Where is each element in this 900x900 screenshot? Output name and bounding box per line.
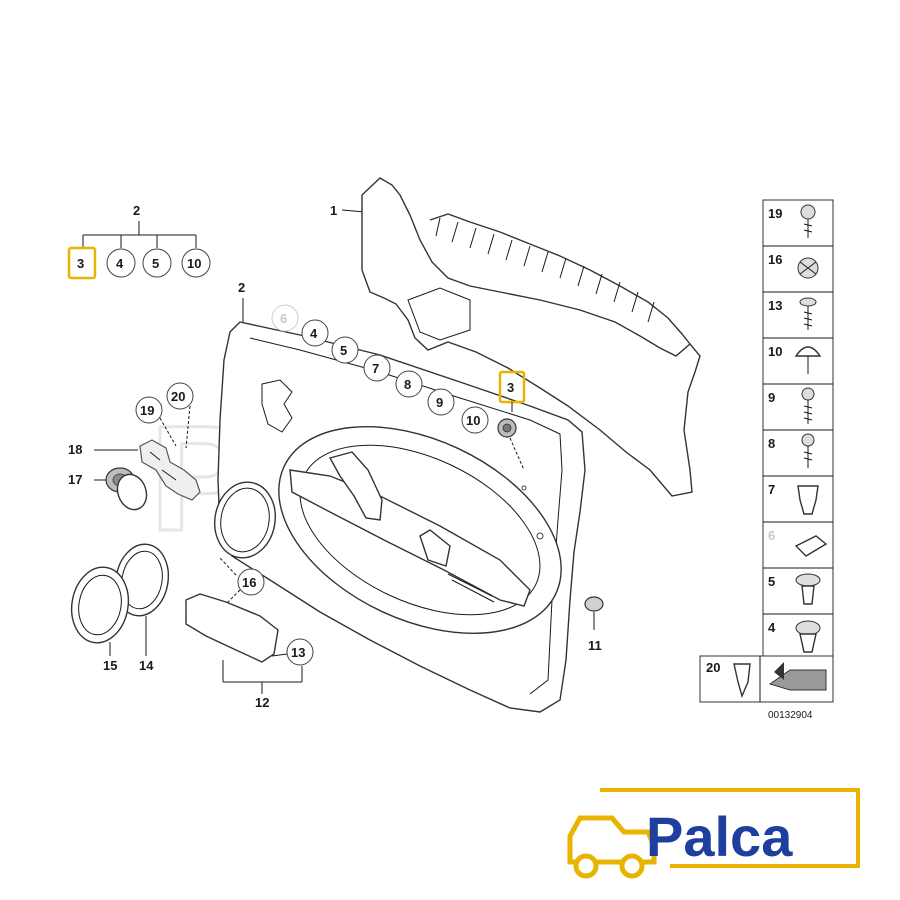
callout-part-20: 20 — [171, 389, 185, 404]
callout-group-top: 2 — [133, 203, 140, 218]
callout-part-19: 19 — [140, 403, 154, 418]
legend-row-10: 10 — [768, 344, 782, 359]
legend-row-13: 13 — [768, 298, 782, 313]
callout-part-3: 3 — [507, 380, 514, 395]
callout-part-18: 18 — [68, 442, 82, 457]
plug-part-11: 11 — [584, 596, 604, 653]
callout-seq-grey: 6 — [280, 311, 287, 326]
legend-row-16: 16 — [768, 252, 782, 267]
callout-group-item-1: 4 — [116, 256, 124, 271]
part-3-clip: 3 — [497, 370, 526, 471]
door-carrier-part-1: 1 — [330, 177, 701, 497]
callout-seq-1: 5 — [340, 343, 347, 358]
callout-group-item-2: 5 — [152, 256, 159, 271]
fastener-legend: 19 16 13 10 9 8 7 6 5 4 20 00132904 — [699, 199, 834, 721]
callout-group-item-3: 10 — [187, 256, 201, 271]
door-trim-panel-part-2: 2 — [217, 280, 586, 713]
legend-row-19: 19 — [768, 206, 782, 221]
callout-part-2: 2 — [238, 280, 245, 295]
callout-seq-5: 10 — [466, 413, 480, 428]
callout-part-16: 16 — [242, 575, 256, 590]
legend-row-6: 6 — [768, 528, 775, 543]
speaker-trim-rings: 16 15 14 — [70, 481, 276, 673]
callout-part-14: 14 — [139, 658, 154, 673]
legend-row-9: 9 — [768, 390, 775, 405]
window-switch-recess — [261, 379, 293, 433]
legend-row-8: 8 — [768, 436, 775, 451]
legend-row-20: 20 — [706, 660, 720, 675]
brand-name: Palca — [646, 805, 793, 868]
callout-seq-0: 4 — [310, 326, 318, 341]
diagram-code: 00132904 — [768, 710, 813, 721]
legend-row-4: 4 — [768, 620, 776, 635]
callout-seq-4: 9 — [436, 395, 443, 410]
pull-handle — [328, 451, 383, 521]
callout-seq-2: 7 — [372, 361, 379, 376]
callout-part-1: 1 — [330, 203, 337, 218]
carrier-ribs — [435, 217, 655, 323]
callout-part-11: 11 — [588, 638, 602, 653]
callout-part-15: 15 — [103, 658, 117, 673]
callout-part-17: 17 — [68, 472, 82, 487]
callout-part-13: 13 — [291, 645, 305, 660]
group-callout: 2 3 4 5 10 — [67, 203, 211, 280]
legend-row-5: 5 — [768, 574, 775, 589]
callout-seq-3: 8 — [404, 377, 411, 392]
pocket-trim-part-12: 13 12 — [185, 593, 314, 710]
callout-group-item-0: 3 — [77, 256, 84, 271]
palca-logo: Palca — [567, 788, 860, 879]
callout-part-12: 12 — [255, 695, 269, 710]
pocket-trim — [185, 593, 279, 663]
highlight-box-group — [67, 246, 97, 280]
speaker-grille-16 — [214, 481, 276, 559]
legend-row-7: 7 — [768, 482, 775, 497]
fastener-sequence: 6 4 5 7 8 9 10 — [271, 304, 489, 434]
inner-handle-mechanism: 19 20 18 17 — [68, 382, 201, 511]
